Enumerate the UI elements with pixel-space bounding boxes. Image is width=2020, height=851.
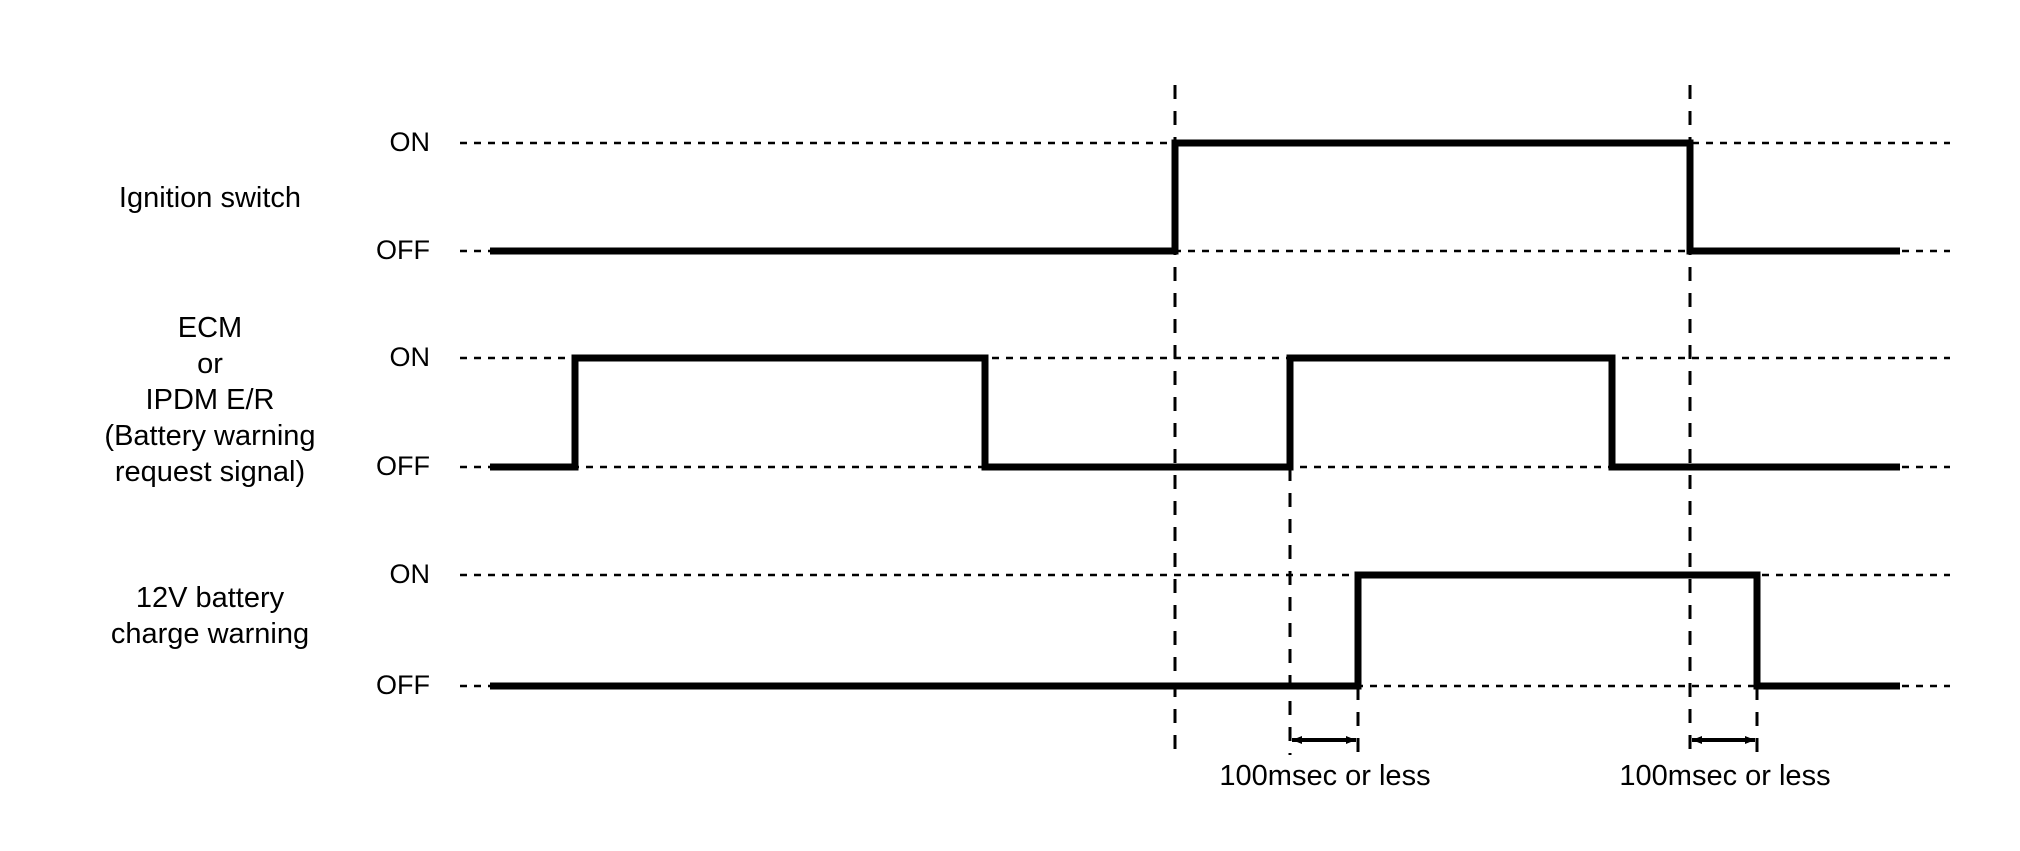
measurement-note-warning-on: 100msec or less xyxy=(1219,760,1431,792)
level-guides xyxy=(460,141,1950,688)
state-label-warning-on: ON xyxy=(389,559,431,589)
signal-label-ecm-ipdm: ECM or IPDM E/R (Battery warning request… xyxy=(104,312,316,488)
time-guides xyxy=(1173,85,1759,755)
state-label-ecm-off: OFF xyxy=(376,451,430,481)
state-label-ignition-off: OFF xyxy=(376,235,430,265)
state-label-ignition-on: ON xyxy=(389,127,431,157)
signal-label-12v-battery-charge-warning: 12V battery charge warning xyxy=(110,582,310,650)
waveform-ignition-switch xyxy=(490,139,1900,255)
waveform-ecm-ipdm xyxy=(490,354,1900,471)
state-label-warning-off: OFF xyxy=(376,670,430,700)
signal-label-ignition-switch: Ignition switch xyxy=(118,182,302,214)
waveform-12v-battery-charge-warning xyxy=(490,571,1900,690)
measurement-note-warning-off: 100msec or less xyxy=(1619,760,1831,792)
state-label-ecm-on: ON xyxy=(389,342,431,372)
